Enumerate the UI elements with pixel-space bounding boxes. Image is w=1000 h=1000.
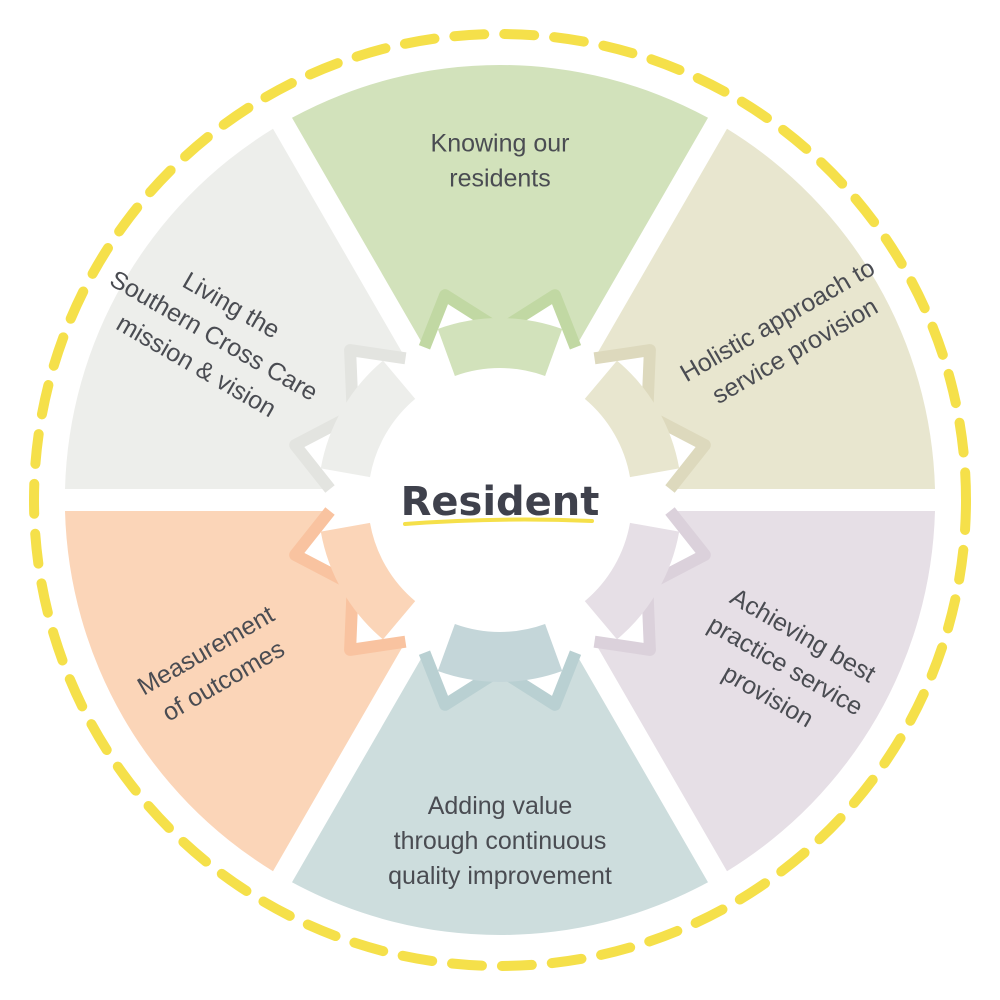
label-line: Adding value bbox=[428, 792, 573, 820]
label-line: Knowing our bbox=[431, 130, 570, 158]
inner-segment-adding-value bbox=[437, 624, 563, 682]
label-adding-value: Adding value through continuous quality im… bbox=[388, 792, 612, 890]
label-line: residents bbox=[449, 165, 550, 193]
inner-segment-measurement bbox=[320, 522, 416, 640]
segment-measurement bbox=[65, 511, 406, 872]
segment-adding-value bbox=[292, 652, 708, 936]
center-circle bbox=[369, 369, 631, 631]
segment-holistic bbox=[594, 128, 935, 490]
center-underline bbox=[403, 517, 594, 526]
label-knowing: Knowing our residents bbox=[431, 130, 570, 193]
label-line: through continuous bbox=[394, 827, 607, 855]
inner-segment-living bbox=[320, 360, 416, 478]
label-line: quality improvement bbox=[388, 862, 612, 890]
outer-segments bbox=[65, 64, 935, 936]
inner-segment-knowing bbox=[437, 318, 563, 376]
center-label: Resident bbox=[401, 479, 600, 525]
segment-living bbox=[65, 128, 406, 490]
inner-segment-best-practice bbox=[584, 522, 680, 640]
segment-knowing bbox=[292, 64, 708, 348]
inner-ring-segments bbox=[320, 318, 680, 682]
inner-segment-holistic bbox=[584, 360, 680, 478]
segment-best-practice bbox=[594, 511, 935, 872]
dashed-outer-ring bbox=[29, 29, 971, 971]
